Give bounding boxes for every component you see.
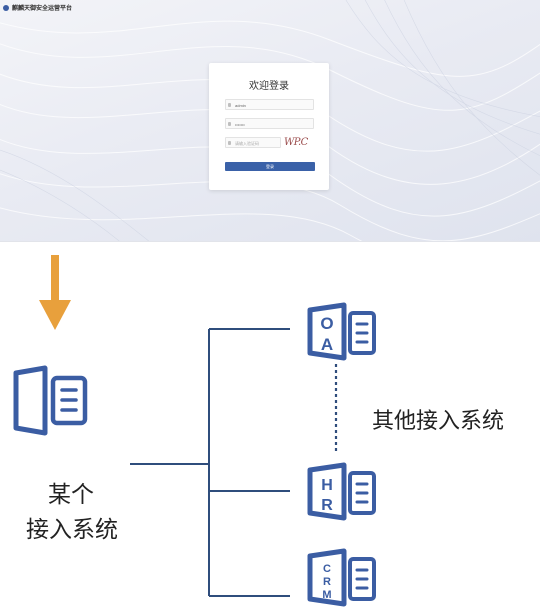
down-arrow-icon (39, 255, 71, 330)
login-button[interactable]: 登录 (225, 162, 315, 171)
hr-letter-r: R (321, 497, 333, 514)
oa-letter-a: A (321, 335, 333, 354)
crm-letter-c: C (323, 563, 331, 575)
current-system-label: 某个 接入系统 (26, 477, 118, 547)
other-systems-label: 其他接入系统 (372, 408, 505, 433)
shield-icon (228, 141, 231, 145)
current-system-icon (13, 365, 88, 436)
crm-letter-m: M (322, 589, 331, 601)
connector-lines (130, 328, 290, 597)
user-icon (228, 103, 231, 107)
brand-logo-icon (3, 4, 9, 11)
password-input[interactable]: ••••••• (225, 118, 314, 129)
oa-letter-o: O (320, 314, 333, 333)
oa-system-icon (307, 302, 376, 361)
current-system-label-line1: 某个 (48, 481, 94, 507)
brand-name: 麒麟天御安全运营平台 (12, 6, 73, 12)
crm-system-icon (307, 548, 376, 607)
crm-letter-r: R (323, 576, 331, 588)
brand: 麒麟天御安全运营平台 (3, 3, 72, 12)
login-card: 欢迎登录 admin ••••••• 请输入验证码 WP.C 登录 (209, 63, 329, 190)
captcha-image[interactable]: WP.C (284, 137, 308, 148)
wave-background (0, 0, 540, 241)
captcha-input[interactable]: 请输入验证码 (225, 137, 281, 148)
lock-icon (228, 122, 231, 126)
hr-letter-h: H (321, 477, 333, 494)
hr-system-icon (307, 462, 376, 521)
username-input[interactable]: admin (225, 99, 314, 110)
current-system-label-line2: 接入系统 (26, 516, 118, 542)
login-page-screenshot: 麒麟天御安全运营平台 欢迎登录 admin ••••••• 请输入验证码 WP.… (0, 0, 540, 242)
login-title: 欢迎登录 (249, 81, 289, 92)
